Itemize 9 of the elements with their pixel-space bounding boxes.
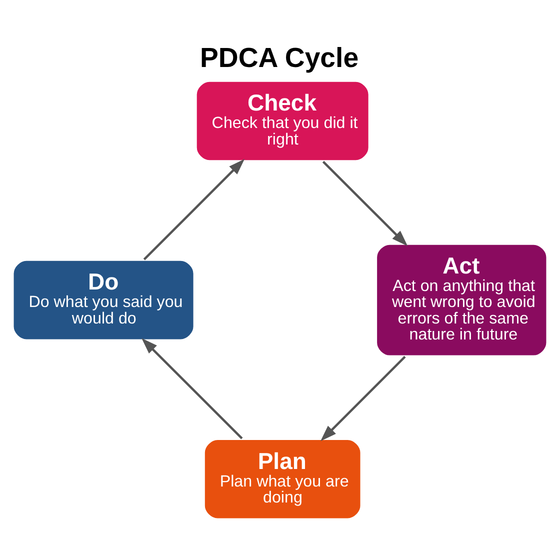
arrow: [143, 158, 245, 260]
arrow: [142, 338, 243, 439]
node-box: Check Check that you did it right: [194, 79, 371, 162]
node-box: Do Do what you said you would do: [11, 258, 196, 341]
node-box: Plan Plan what you are doing: [202, 437, 363, 520]
arrow: [322, 160, 408, 246]
node-box: Act Act on anything that went wrong to avoid errors of the same nature in future: [374, 242, 549, 358]
diagram-title: PDCA Cycle: [200, 42, 359, 73]
arrow: [320, 355, 406, 441]
